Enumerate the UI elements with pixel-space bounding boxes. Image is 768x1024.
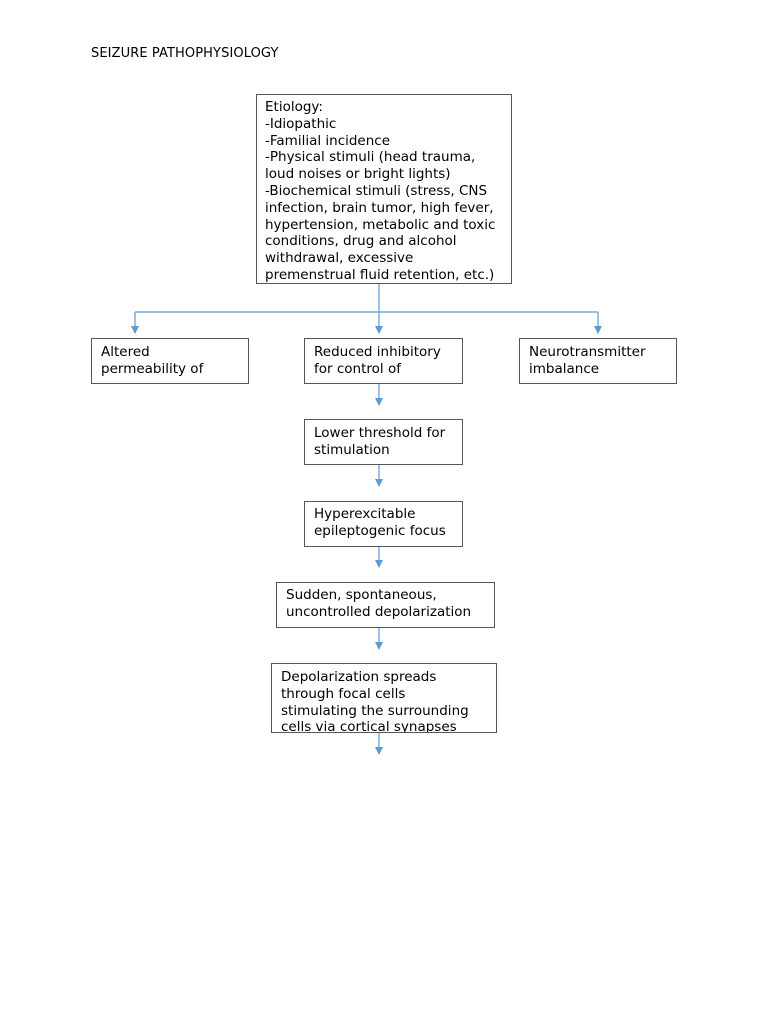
sudden-depolarization-box: Sudden, spontaneous, uncontrolled depola… [276,582,495,628]
hyperexcitable-line: Hyperexcitable [314,506,416,522]
neurotransmitter-line: Neurotransmitter [529,344,646,360]
etiology-line: -Familial incidence [265,132,391,149]
reduced-inhibitory-box: Reduced inhibitory for control of [304,338,463,384]
etiology-line: withdrawal, excessive [265,250,414,267]
depolarization-spreads-box: Depolarization spreads through focal cel… [271,663,497,733]
etiology-line: -Physical stimuli (head trauma, [265,149,476,166]
depolarization-spreads-line: cells via cortical synapses [281,719,457,733]
depolarization-spreads-line: Depolarization spreads [281,669,437,685]
sudden-depolarization-line: uncontrolled depolarization [286,603,472,620]
reduced-inhibitory-line: Reduced inhibitory [314,344,441,360]
etiology-line: loud noises or bright lights) [265,166,451,183]
altered-permeability-line: Altered [101,344,150,360]
etiology-line: premenstrual fluid retention, etc.) [265,266,495,283]
lower-threshold-box: Lower threshold for stimulation [304,419,463,465]
etiology-line: infection, brain tumor, high fever, [265,199,494,216]
reduced-inhibitory-line: for control of [314,360,401,377]
hyperexcitable-line: epileptogenic focus [314,522,446,539]
sudden-depolarization-line: Sudden, spontaneous, [286,587,437,603]
etiology-line: hypertension, metabolic and toxic [265,216,496,233]
page-title: SEIZURE PATHOPHYSIOLOGY [91,46,279,61]
etiology-line: -Biochemical stimuli (stress, CNS [265,182,488,199]
etiology-line: Etiology: [265,99,323,115]
altered-permeability-line: permeability of [101,360,204,377]
neurotransmitter-box: Neurotransmitter imbalance [519,338,677,384]
etiology-box: Etiology: -Idiopathic -Familial incidenc… [256,94,512,284]
lower-threshold-line: stimulation [314,441,390,458]
etiology-line: conditions, drug and alcohol [265,233,457,250]
depolarization-spreads-line: stimulating the surrounding [281,702,469,719]
depolarization-spreads-line: through focal cells [281,685,406,702]
etiology-line: -Idiopathic [265,115,337,132]
lower-threshold-line: Lower threshold for [314,425,446,441]
altered-permeability-box: Altered permeability of [91,338,249,384]
hyperexcitable-box: Hyperexcitable epileptogenic focus [304,501,463,547]
neurotransmitter-line: imbalance [529,360,600,377]
